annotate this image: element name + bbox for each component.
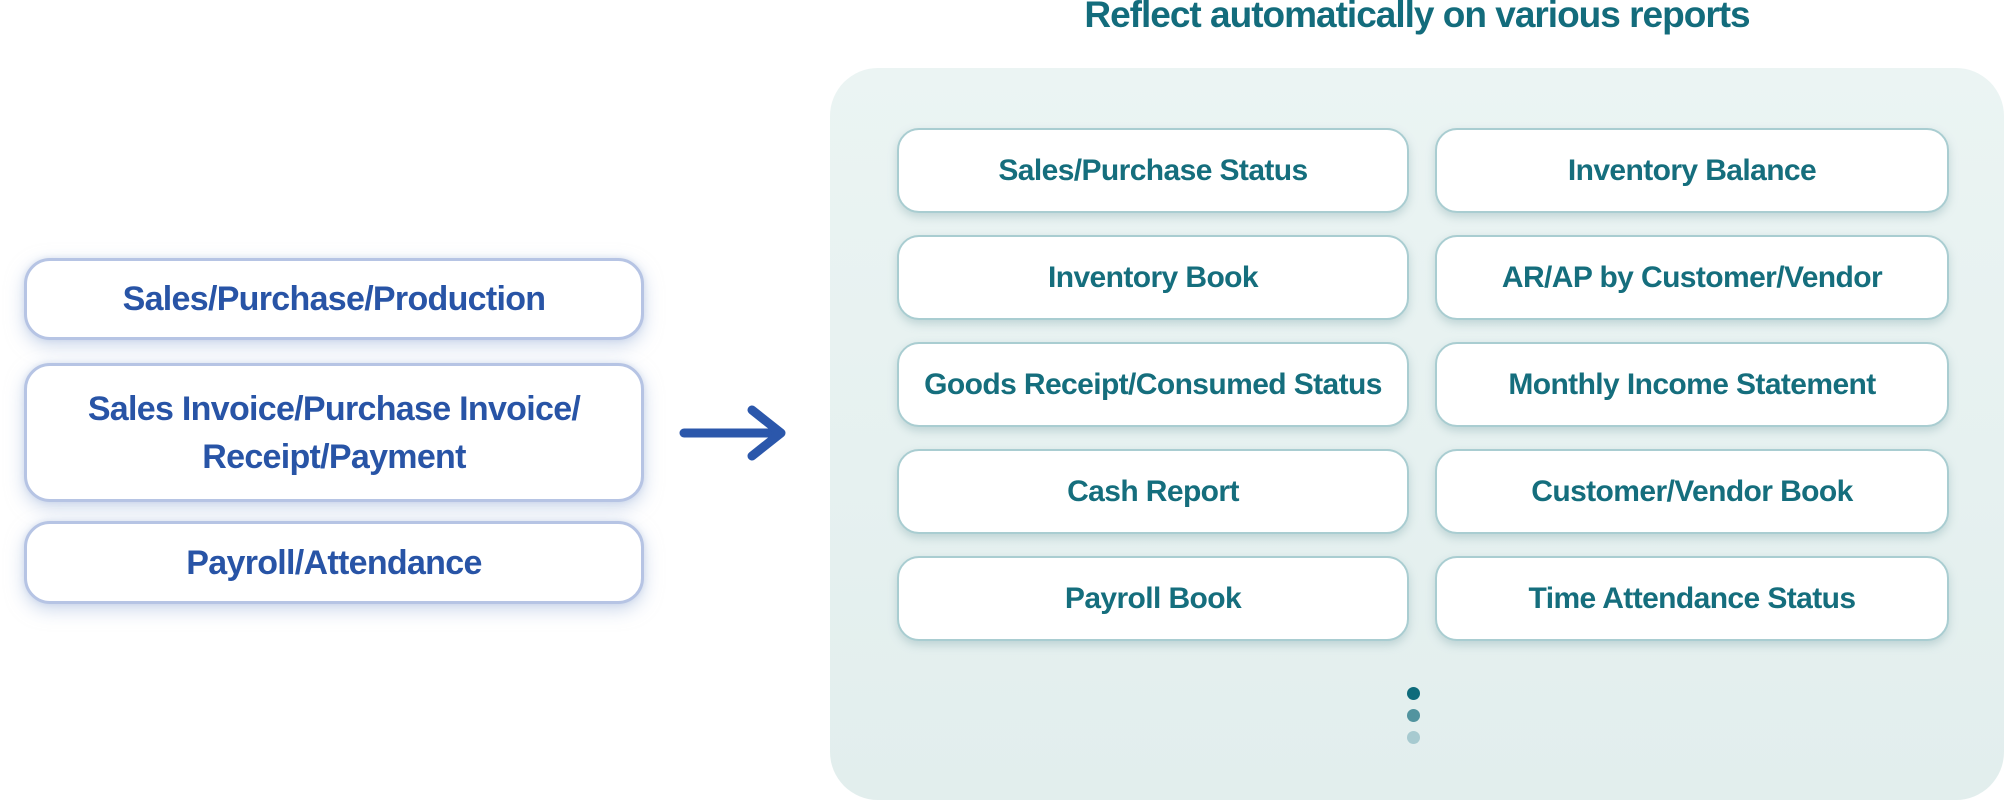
report-box-inventory-balance: Inventory Balance xyxy=(1435,128,1949,213)
right-arrow-icon xyxy=(679,405,786,461)
report-box-inventory-book: Inventory Book xyxy=(897,235,1409,320)
report-box-cash-report: Cash Report xyxy=(897,449,1409,534)
report-box-monthly-income-statement: Monthly Income Statement xyxy=(1435,342,1949,427)
ellipsis-dot xyxy=(1407,709,1420,722)
source-box-payroll-attendance: Payroll/Attendance xyxy=(24,521,644,604)
report-box-payroll-book: Payroll Book xyxy=(897,556,1409,641)
report-box-goods-receipt-consumed-status: Goods Receipt/Consumed Status xyxy=(897,342,1409,427)
source-box-label: Sales/Purchase/Production xyxy=(122,280,546,318)
source-box-label: Payroll/Attendance xyxy=(186,543,482,582)
source-box-invoices-receipt-payment: Sales Invoice/Purchase Invoice/ Receipt/… xyxy=(24,363,644,502)
panel-title: Reflect automatically on various reports xyxy=(1084,0,1750,35)
source-box-label: Sales Invoice/Purchase Invoice/ Receipt/… xyxy=(87,389,581,476)
report-box-time-attendance-status: Time Attendance Status xyxy=(1435,556,1949,641)
ellipsis-dot xyxy=(1407,731,1420,744)
ellipsis-dot xyxy=(1407,687,1420,700)
report-box-sales-purchase-status: Sales/Purchase Status xyxy=(897,128,1409,213)
reports-panel: Sales/Purchase Status Inventory Balance … xyxy=(830,68,2004,800)
source-box-sales-purchase-production: Sales/Purchase/Production xyxy=(24,258,644,340)
report-box-customer-vendor-book: Customer/Vendor Book xyxy=(1435,449,1949,534)
report-box-arap-by-customer-vendor: AR/AP by Customer/Vendor xyxy=(1435,235,1949,320)
